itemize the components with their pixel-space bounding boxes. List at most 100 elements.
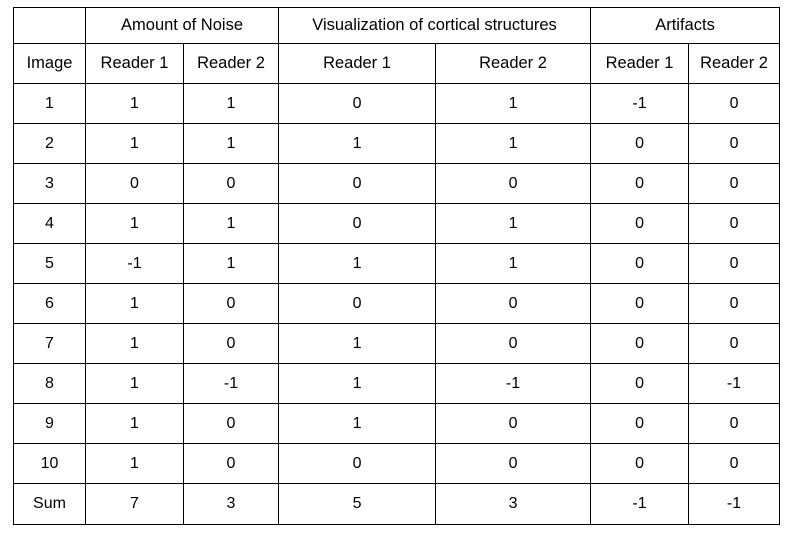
cell-noise-reader-2: 0 — [182, 403, 280, 444]
cell-summary-noise-reader-1: 7 — [85, 483, 184, 525]
cell-artifacts-reader-2: 0 — [688, 323, 781, 364]
cell-noise-reader-1: 1 — [85, 443, 184, 484]
cell-artifacts-reader-1: 0 — [590, 323, 690, 364]
cell-noise-reader-1: 1 — [85, 363, 184, 404]
cell-artifacts-reader-2: 0 — [688, 163, 781, 204]
cell-summary-artifacts-reader-1: -1 — [590, 483, 690, 525]
cell-artifacts-reader-2: 0 — [688, 443, 781, 484]
cell-artifacts-reader-1: 0 — [590, 203, 690, 244]
cell-summary-noise-reader-2: 3 — [182, 483, 280, 525]
cell-noise-reader-1: 1 — [85, 403, 184, 444]
cell-artifacts-reader-2: -1 — [688, 363, 781, 404]
cell-noise-reader-2: 1 — [182, 243, 280, 284]
cell-visualization-reader-2: 1 — [435, 83, 592, 124]
table-row: 4 1 1 0 1 0 0 — [13, 203, 781, 244]
cell-visualization-reader-2: 0 — [435, 443, 592, 484]
cell-image: 8 — [13, 363, 86, 404]
cell-noise-reader-2: 1 — [182, 203, 280, 244]
table-row: 8 1 -1 1 -1 0 -1 — [13, 363, 781, 404]
cell-artifacts-reader-2: 0 — [688, 123, 781, 164]
cell-artifacts-reader-1: 0 — [590, 363, 690, 404]
cell-image: 6 — [13, 283, 86, 324]
cell-image: 10 — [13, 443, 86, 484]
cell-noise-reader-1: -1 — [85, 243, 184, 284]
column-header-noise-reader-2: Reader 2 — [182, 43, 280, 84]
cell-visualization-reader-1: 0 — [278, 83, 437, 124]
table-row: 2 1 1 1 1 0 0 — [13, 123, 781, 164]
cell-visualization-reader-2: 0 — [435, 323, 592, 364]
reader-ratings-table: Amount of Noise Visualization of cortica… — [13, 7, 781, 525]
cell-image: 7 — [13, 323, 86, 364]
table-row: 5 -1 1 1 1 0 0 — [13, 243, 781, 284]
cell-image: 9 — [13, 403, 86, 444]
table-row: 7 1 0 1 0 0 0 — [13, 323, 781, 364]
cell-visualization-reader-1: 1 — [278, 123, 437, 164]
cell-noise-reader-2: 0 — [182, 163, 280, 204]
cell-visualization-reader-1: 0 — [278, 283, 437, 324]
column-header-visualization-reader-2: Reader 2 — [435, 43, 592, 84]
cell-summary-label: Sum — [13, 483, 86, 525]
cell-artifacts-reader-1: -1 — [590, 83, 690, 124]
cell-image: 2 — [13, 123, 86, 164]
cell-noise-reader-1: 1 — [85, 123, 184, 164]
cell-noise-reader-2: 1 — [182, 123, 280, 164]
table-head: Amount of Noise Visualization of cortica… — [13, 7, 781, 84]
column-header-artifacts-reader-1: Reader 1 — [590, 43, 690, 84]
cell-image: 5 — [13, 243, 86, 284]
cell-visualization-reader-2: 0 — [435, 283, 592, 324]
column-header-image: Image — [13, 43, 86, 84]
cell-image: 3 — [13, 163, 86, 204]
cell-visualization-reader-1: 0 — [278, 443, 437, 484]
group-header-row: Amount of Noise Visualization of cortica… — [13, 7, 781, 44]
cell-visualization-reader-1: 1 — [278, 243, 437, 284]
cell-visualization-reader-1: 1 — [278, 403, 437, 444]
cell-summary-visualization-reader-2: 3 — [435, 483, 592, 525]
cell-artifacts-reader-1: 0 — [590, 123, 690, 164]
group-header-artifacts: Artifacts — [590, 7, 781, 44]
cell-noise-reader-2: 0 — [182, 443, 280, 484]
cell-noise-reader-2: -1 — [182, 363, 280, 404]
cell-artifacts-reader-2: 0 — [688, 243, 781, 284]
cell-visualization-reader-2: 0 — [435, 163, 592, 204]
cell-image: 4 — [13, 203, 86, 244]
cell-visualization-reader-1: 1 — [278, 363, 437, 404]
cell-noise-reader-1: 1 — [85, 203, 184, 244]
cell-artifacts-reader-1: 0 — [590, 443, 690, 484]
column-header-visualization-reader-1: Reader 1 — [278, 43, 437, 84]
cell-artifacts-reader-1: 0 — [590, 403, 690, 444]
table-row: 10 1 0 0 0 0 0 — [13, 443, 781, 484]
cell-noise-reader-1: 0 — [85, 163, 184, 204]
cell-artifacts-reader-1: 0 — [590, 163, 690, 204]
table-body: 1 1 1 0 1 -1 0 2 1 1 1 1 0 0 3 0 0 0 — [13, 83, 781, 525]
cell-artifacts-reader-2: 0 — [688, 203, 781, 244]
group-header-amount-of-noise: Amount of Noise — [84, 7, 280, 44]
cell-noise-reader-1: 1 — [85, 283, 184, 324]
group-header-blank — [13, 7, 86, 44]
cell-summary-artifacts-reader-2: -1 — [688, 483, 781, 525]
cell-artifacts-reader-2: 0 — [688, 83, 781, 124]
cell-visualization-reader-2: 1 — [435, 203, 592, 244]
cell-artifacts-reader-1: 0 — [590, 243, 690, 284]
cell-visualization-reader-2: 1 — [435, 243, 592, 284]
column-header-artifacts-reader-2: Reader 2 — [688, 43, 781, 84]
cell-visualization-reader-1: 1 — [278, 323, 437, 364]
group-header-visualization-of-cortical-structures: Visualization of cortical structures — [278, 7, 592, 44]
table-row: 9 1 0 1 0 0 0 — [13, 403, 781, 444]
cell-noise-reader-1: 1 — [85, 83, 184, 124]
cell-noise-reader-2: 0 — [182, 283, 280, 324]
column-header-row: Image Reader 1 Reader 2 Reader 1 Reader … — [13, 43, 781, 84]
cell-visualization-reader-2: 1 — [435, 123, 592, 164]
cell-visualization-reader-1: 0 — [278, 163, 437, 204]
cell-summary-visualization-reader-1: 5 — [278, 483, 437, 525]
cell-visualization-reader-2: -1 — [435, 363, 592, 404]
cell-noise-reader-2: 1 — [182, 83, 280, 124]
column-header-noise-reader-1: Reader 1 — [85, 43, 184, 84]
cell-image: 1 — [13, 83, 86, 124]
cell-artifacts-reader-1: 0 — [590, 283, 690, 324]
table-row: 6 1 0 0 0 0 0 — [13, 283, 781, 324]
cell-noise-reader-2: 0 — [182, 323, 280, 364]
table-row: 3 0 0 0 0 0 0 — [13, 163, 781, 204]
table-row: 1 1 1 0 1 -1 0 — [13, 83, 781, 124]
cell-artifacts-reader-2: 0 — [688, 283, 781, 324]
